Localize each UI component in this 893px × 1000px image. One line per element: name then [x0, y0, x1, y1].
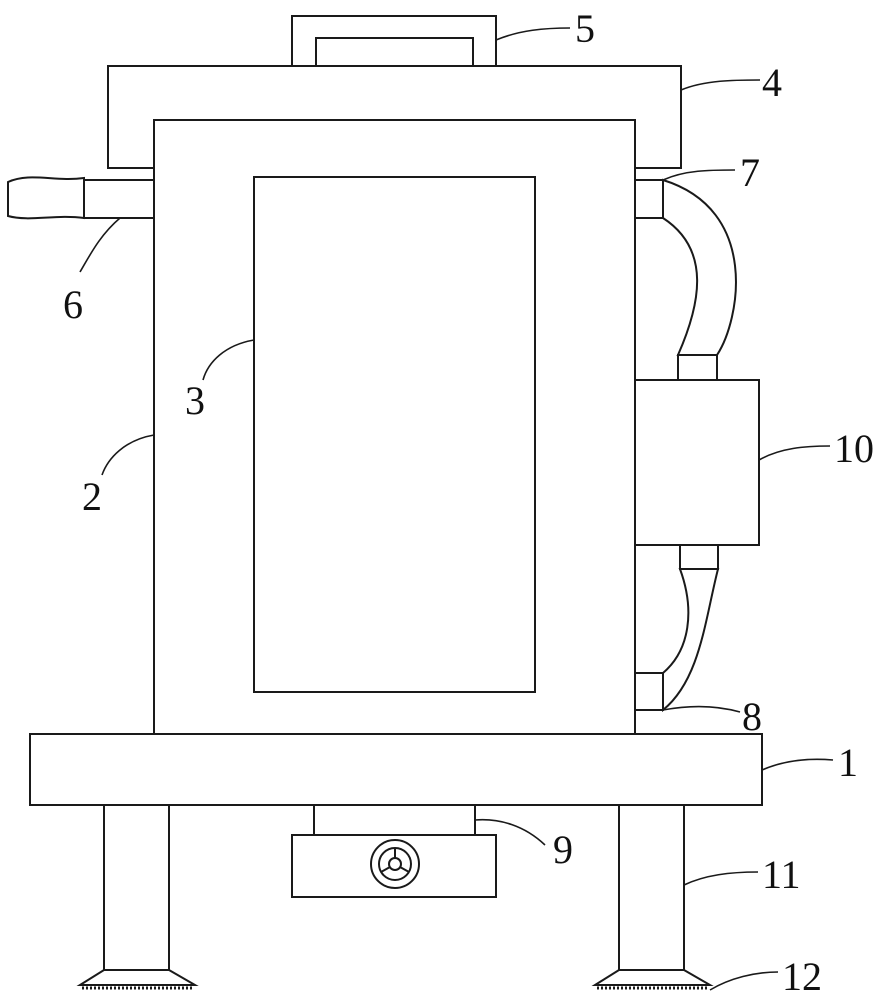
label-12: 12 — [782, 954, 822, 999]
label-5: 5 — [575, 6, 595, 51]
leader-10 — [758, 445, 831, 461]
leader-11 — [683, 871, 759, 886]
leader-2 — [101, 434, 155, 476]
lower-connector — [634, 672, 664, 711]
label-2: 2 — [82, 474, 102, 519]
inlet-pipe — [7, 176, 155, 220]
support-leg-right — [618, 804, 685, 971]
leader-7 — [662, 169, 736, 181]
leader-9 — [474, 818, 546, 846]
front-window — [253, 176, 536, 693]
label-10: 10 — [834, 426, 874, 471]
handle — [291, 15, 497, 67]
motor-neck — [313, 804, 476, 836]
lower-pipe-collar — [679, 544, 719, 570]
label-8: 8 — [742, 694, 762, 739]
base-plate — [29, 733, 763, 806]
leader-6 — [79, 217, 121, 273]
leader-8 — [662, 705, 741, 713]
label-7: 7 — [740, 150, 760, 195]
label-9: 9 — [553, 827, 573, 872]
label-4: 4 — [762, 60, 782, 105]
label-3: 3 — [185, 378, 205, 423]
leader-3 — [202, 339, 255, 381]
leader-4 — [680, 79, 761, 91]
lower-bent-pipe — [662, 568, 720, 713]
leader-12 — [709, 971, 779, 991]
side-box — [634, 379, 760, 546]
support-leg-left — [103, 804, 170, 971]
upper-connector — [634, 179, 664, 219]
foot-pad-right — [591, 969, 714, 990]
upper-bent-pipe — [662, 178, 737, 356]
upper-pipe-collar — [677, 354, 718, 381]
label-1: 1 — [838, 740, 858, 785]
label-6: 6 — [63, 282, 83, 327]
label-11: 11 — [762, 852, 801, 897]
leader-1 — [761, 758, 834, 771]
leader-5 — [495, 27, 571, 41]
foot-pad-left — [76, 969, 199, 990]
motor-housing — [291, 834, 497, 898]
